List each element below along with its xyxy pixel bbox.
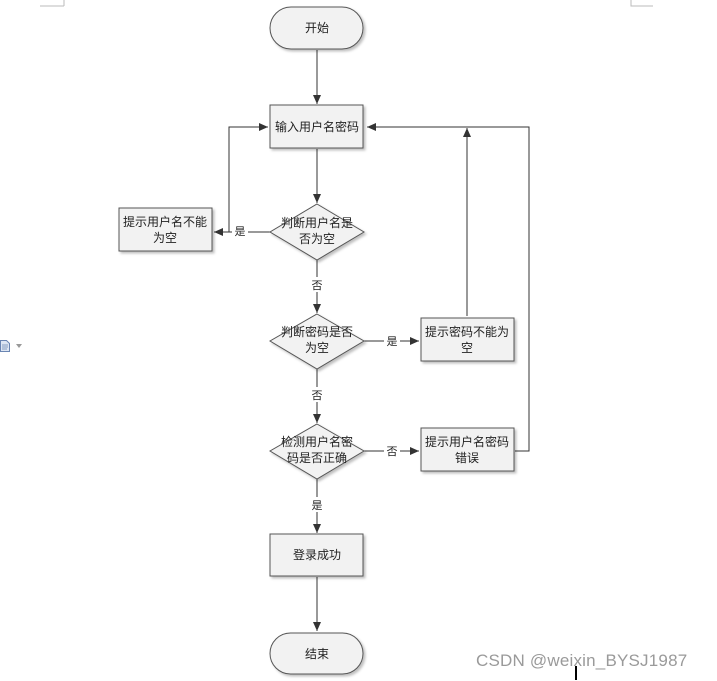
dropdown-caret-icon[interactable] — [16, 344, 22, 348]
start-label: 开始 — [305, 21, 329, 35]
verify-decision — [269, 423, 365, 480]
edge-label-verify-yes: 是 — [312, 499, 323, 512]
check-user-label-line2: 否为空 — [299, 232, 335, 246]
check-pwd-label-line2: 为空 — [305, 341, 329, 355]
check-pwd-decision — [269, 313, 365, 370]
verify-label-line1: 检测用户名密 — [281, 434, 353, 449]
pwd-empty-label-line1: 提示密码不能为 — [425, 324, 509, 339]
input-label: 输入用户名密码 — [275, 119, 359, 134]
node-labels: 开始 输入用户名密码 判断用户名是 否为空 提示用户名不能 为空 判断密码是否 … — [123, 21, 509, 661]
wrong-label-line2: 错误 — [455, 451, 479, 465]
check-user-label-line1: 判断用户名是 — [281, 215, 353, 230]
end-terminal — [269, 632, 364, 675]
text-cursor — [575, 666, 577, 680]
user-empty-label-line1: 提示用户名不能 — [123, 214, 207, 229]
verify-label-line2: 码是否正确 — [287, 451, 347, 465]
success-label: 登录成功 — [293, 547, 341, 562]
pwd-empty-label-line2: 空 — [461, 341, 473, 355]
nodes — [118, 6, 515, 675]
end-label: 结束 — [305, 647, 329, 661]
edge-label-verify-no: 否 — [387, 445, 398, 458]
edge-wrong-input — [367, 123, 530, 452]
check-pwd-label-line1: 判断密码是否 — [281, 324, 353, 339]
user-empty-label-line2: 为空 — [153, 231, 177, 245]
start-terminal — [269, 6, 364, 50]
input-process-box — [269, 104, 364, 149]
csdn-watermark: CSDN @weixin_BYSJ1987 — [476, 651, 688, 670]
wrong-label-line1: 提示用户名密码 — [425, 434, 509, 449]
page-corner-marks — [40, 0, 653, 7]
edge-userempty-input — [228, 123, 268, 232]
edge-labels: 是 否 是 否 否 是 — [232, 223, 400, 512]
user-empty-process-box — [118, 207, 213, 252]
edge-label-user-no: 否 — [312, 279, 323, 292]
wrong-process-box — [420, 427, 515, 472]
edge-label-user-yes: 是 — [235, 225, 246, 238]
edge-label-pwd-yes: 是 — [387, 335, 398, 348]
document-icon — [0, 340, 10, 352]
success-process-box — [269, 533, 364, 577]
check-user-decision — [269, 203, 365, 261]
pwd-empty-process-box — [420, 317, 515, 362]
edge-label-pwd-no: 否 — [312, 389, 323, 402]
